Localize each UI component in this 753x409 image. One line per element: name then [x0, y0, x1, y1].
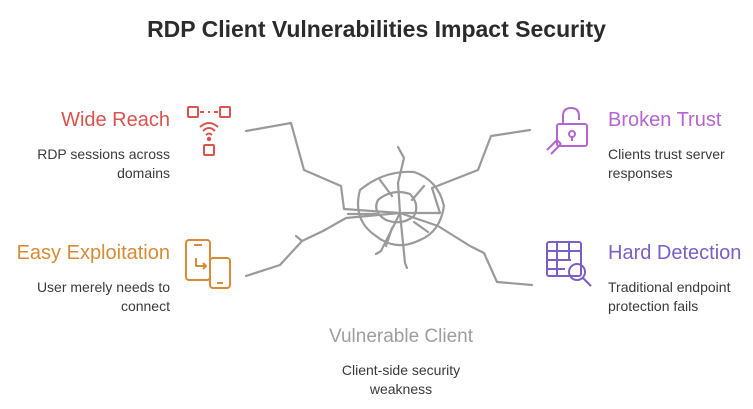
broken-trust-heading: Broken Trust: [608, 109, 722, 131]
broken-lock-icon: [546, 107, 588, 155]
device-transfer-icon: [185, 239, 231, 289]
wide-reach-heading: Wide Reach: [61, 109, 170, 131]
hard-detection-heading: Hard Detection: [608, 242, 742, 264]
easy-exploitation-heading: Easy Exploitation: [16, 242, 170, 264]
broken-trust-description: Clients trust server responses: [608, 146, 725, 181]
center-heading: Vulnerable Client: [329, 326, 473, 347]
hard-detection-description: Traditional endpoint protection fails: [608, 279, 731, 314]
easy-exploitation-description: User merely needs to connect: [36, 279, 170, 314]
table-search-icon: [546, 241, 592, 287]
center-description: Client-side security weakness: [341, 362, 461, 397]
wide-reach-description: RDP sessions across domains: [37, 146, 170, 181]
network-wifi-icon: [187, 106, 231, 156]
page-title: RDP Client Vulnerabilities Impact Securi…: [147, 16, 606, 42]
